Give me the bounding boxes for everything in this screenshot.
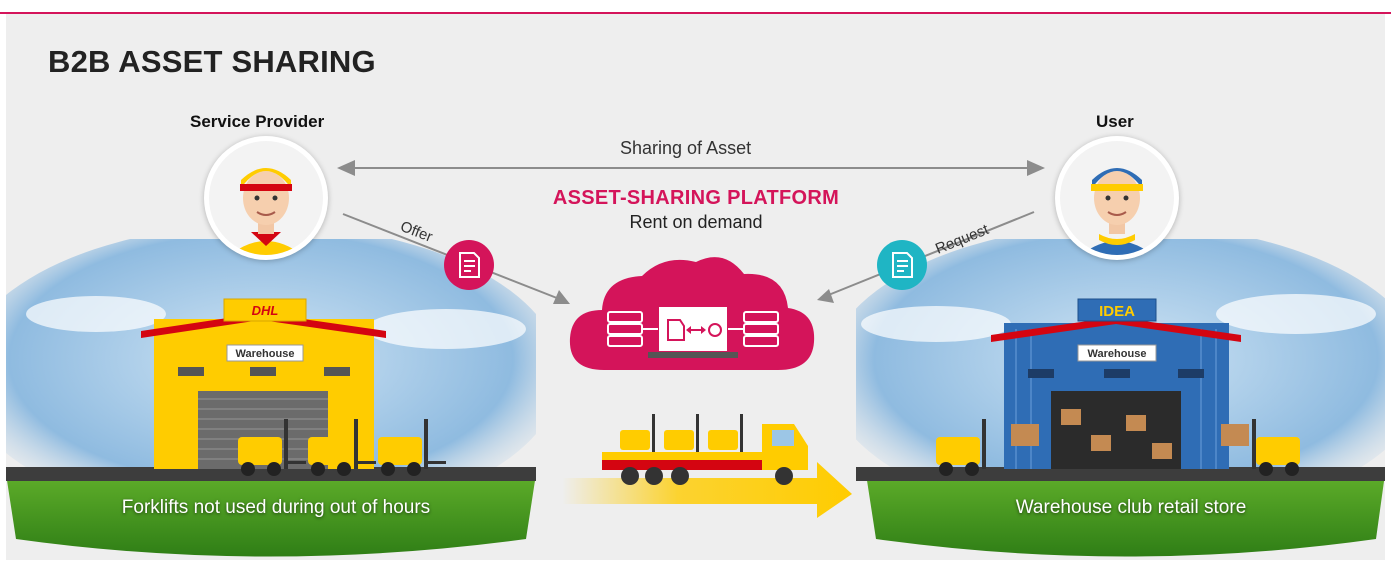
laptop-icon — [648, 305, 738, 358]
right-warehouse-scene: IDEA Warehouse — [856, 239, 1385, 557]
forklift-icon — [664, 414, 699, 452]
truck-transport-graphic — [562, 414, 852, 518]
forklift-icon — [708, 414, 743, 452]
role-user-label: User — [1096, 112, 1134, 131]
forklift-icon — [378, 419, 446, 476]
flow-arrows — [337, 160, 1045, 304]
idea-logo: IDEA — [1099, 303, 1135, 320]
cloud-icon — [569, 257, 815, 370]
left-scene-caption: Forklifts not used during out of hours — [121, 497, 431, 518]
left-warehouse-scene: DHL Warehouse — [6, 239, 536, 557]
dhl-logo: DHL — [252, 303, 279, 318]
role-provider-label: Service Provider — [190, 112, 325, 131]
forklift-icon — [620, 414, 655, 452]
truck-icon — [667, 319, 685, 341]
forklift-icon — [936, 419, 986, 476]
request-arrow-line — [825, 211, 1035, 297]
sharing-of-asset-label: Sharing of Asset — [620, 138, 752, 158]
document-icon — [459, 252, 480, 278]
service-provider-avatar — [204, 136, 328, 260]
platform-subtitle: Rent on demand — [629, 212, 763, 232]
request-document-badge — [877, 240, 927, 290]
platform-title: ASSET-SHARING PLATFORM — [552, 187, 840, 209]
right-scene-caption: Warehouse club retail store — [1015, 497, 1247, 518]
user-avatar — [1055, 136, 1179, 260]
diagram-canvas: B2B ASSET SHARING Service Provider User … — [6, 14, 1385, 560]
page-title: B2B ASSET SHARING — [48, 44, 376, 79]
request-arrow-head — [817, 289, 834, 303]
offer-arrow-head — [553, 290, 570, 304]
right-warehouse-sign: Warehouse — [1088, 348, 1147, 360]
provider-person-icon — [209, 141, 323, 255]
offer-document-badge — [444, 240, 494, 290]
user-person-icon — [1060, 141, 1174, 255]
database-icon — [728, 311, 779, 347]
document-icon — [892, 252, 913, 278]
forklift-icon — [308, 419, 376, 476]
sharing-arrow-right-head — [1027, 160, 1045, 176]
motion-arrow — [562, 462, 852, 518]
left-warehouse-sign: Warehouse — [236, 348, 295, 360]
platform-label-group: ASSET-SHARING PLATFORM Rent on demand — [486, 187, 906, 233]
forklift-icon — [1252, 419, 1300, 476]
dollar-icon — [708, 323, 722, 337]
database-icon — [607, 311, 658, 347]
forklift-icon — [238, 419, 306, 476]
sharing-arrow-left-head — [337, 160, 355, 176]
top-accent-line — [0, 12, 1391, 14]
